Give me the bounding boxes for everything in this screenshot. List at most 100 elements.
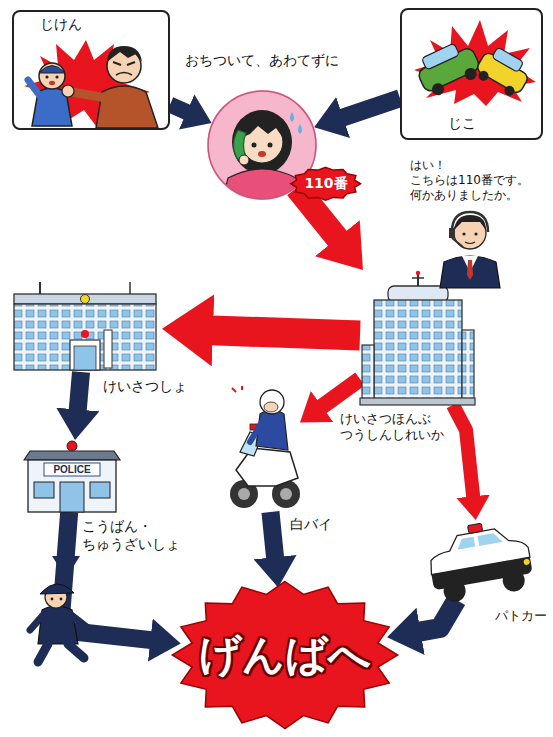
incident-picture-part — [127, 62, 135, 65]
incident-picture-part — [113, 62, 121, 65]
caller-picture-part-part — [258, 151, 266, 157]
incident-picture-part — [45, 75, 48, 78]
operator-speech: はい！ こちらは110番です。 何かありましたか。 — [410, 158, 529, 203]
accident-picture-part — [412, 37, 484, 100]
incident-picture-part — [39, 66, 65, 74]
flow-arrow — [211, 330, 360, 335]
motorcycle-picture-part — [241, 386, 243, 390]
caller-picture-part-part — [290, 112, 294, 122]
police-box-picture-part — [44, 463, 100, 476]
operator-picture-part — [465, 242, 475, 244]
motorcycle-picture-part — [250, 422, 262, 442]
accident-picture-part-part — [463, 66, 479, 82]
flow-arrow — [453, 405, 473, 497]
operator-picture-part — [449, 228, 455, 238]
police-hq-picture-part — [374, 300, 462, 400]
police-station-picture-part — [14, 304, 156, 370]
police-box-picture-part — [90, 482, 110, 498]
caller-picture-part-part — [232, 110, 292, 174]
police-station-picture-part — [70, 340, 100, 370]
caller-picture-part-part — [241, 116, 283, 138]
motorcycle-picture-part — [264, 402, 278, 412]
patrol-car-picture-part — [424, 516, 535, 605]
patrol-car-picture-part-part — [456, 537, 475, 550]
patrol-car: パトカー — [425, 520, 535, 600]
motorcycle-picture-part — [260, 390, 284, 414]
box-title: じこ — [446, 115, 478, 133]
accident-picture — [401, 9, 542, 139]
incident-picture-part — [28, 80, 40, 96]
building-label: けいさつほんぶ つうしんしれいか — [340, 411, 444, 444]
caller-note: おちついて、あわてずに — [185, 52, 339, 70]
officer-picture-part — [38, 644, 48, 662]
motorcycle-picture-part — [256, 410, 288, 450]
police-box-picture — [24, 441, 120, 512]
emergency-number-badge: 110番 — [290, 167, 361, 201]
officer-picture-part — [40, 584, 74, 594]
building-label: こうばん・ ちゅうざいしょ — [82, 518, 180, 553]
police-station-picture-part — [39, 282, 41, 294]
incident-picture-part — [39, 63, 65, 89]
police-station-picture-part — [81, 295, 90, 304]
incident-picture-part — [116, 73, 132, 76]
accident-picture-part — [472, 43, 534, 100]
patrol-car-picture-part-part — [467, 523, 482, 533]
patrol-car-picture-part-part — [523, 558, 530, 565]
police-station-picture-part — [14, 294, 156, 304]
police-box-picture-part — [60, 482, 84, 512]
incident-picture-part — [49, 81, 55, 85]
police-box-picture-part — [28, 460, 116, 512]
motorcycle-picture-part — [232, 388, 236, 392]
operator-picture-part — [440, 256, 500, 288]
police-hq-picture — [360, 271, 475, 405]
flow-arrow — [321, 379, 360, 407]
vehicle-label: 白バイ — [290, 516, 332, 534]
caller-picture-part-part — [252, 143, 257, 148]
accident-picture-part — [401, 9, 542, 139]
accident-picture-part-part — [430, 81, 446, 97]
officer-picture-part — [51, 598, 54, 601]
police-hq-picture-part — [462, 330, 474, 400]
police-station-picture-part — [129, 282, 131, 294]
accident-picture-part-part — [492, 47, 524, 72]
police-box-building: こうばん・ ちゅうざいしょ — [22, 440, 122, 512]
incident-picture-part — [107, 46, 142, 62]
patrol-car-picture-part-part — [477, 532, 502, 546]
police-hq-picture-part — [360, 398, 475, 405]
incident-picture-part — [96, 86, 158, 128]
accident-picture-part-part — [477, 69, 491, 83]
flow-arrow — [342, 98, 400, 118]
flow-arrow — [170, 105, 187, 113]
officer-picture-part — [68, 644, 84, 658]
incident-picture-part — [55, 75, 58, 78]
officer-picture — [30, 556, 88, 662]
accident-picture-part — [414, 20, 536, 106]
patrol-car-picture — [424, 516, 535, 605]
caller-picture-part-part — [239, 155, 249, 165]
flow-arrow — [78, 372, 81, 410]
incident-picture-part — [62, 85, 74, 97]
operator-picture-part — [452, 212, 488, 232]
scene-starburst: げんばへ — [170, 580, 400, 730]
patrol-car-picture-part-part — [426, 524, 530, 575]
police-hq-building: けいさつほんぶ つうしんしれいか — [360, 270, 475, 405]
badge-text: 110番 — [304, 175, 347, 193]
scene-text: げんばへ — [199, 629, 371, 682]
officer-picture-part — [30, 614, 44, 630]
incident-picture-part — [72, 92, 106, 98]
operator-picture-part — [452, 238, 463, 247]
caller-picture-part-part — [268, 143, 273, 148]
operator-picture — [440, 212, 500, 288]
motorcycle-picture-part — [238, 488, 250, 500]
motorcycle-picture-part — [280, 488, 292, 500]
motorcycle-picture — [230, 386, 300, 508]
police-station-picture-part — [81, 330, 89, 338]
police-hq-picture-part — [362, 345, 374, 400]
caller-picture-part — [222, 110, 302, 202]
officer-picture-part — [70, 614, 88, 628]
police-box-picture-part — [24, 451, 120, 460]
sign-text: POLICE — [44, 463, 100, 476]
police-box-picture-part — [67, 441, 77, 451]
